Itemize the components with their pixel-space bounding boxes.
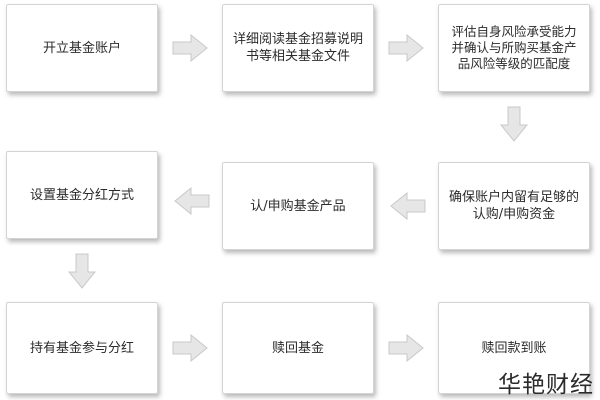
step-sufficient-funds: 确保账户内留有足够的认购/申购资金: [438, 162, 590, 250]
step-label: 认/申购基金产品: [250, 198, 346, 214]
arrow-right-icon: [388, 34, 424, 62]
step-subscribe-fund: 认/申购基金产品: [222, 162, 374, 250]
step-set-dividend-method: 设置基金分红方式: [6, 151, 158, 239]
step-open-fund-account: 开立基金账户: [6, 4, 158, 92]
step-hold-fund-dividend: 持有基金参与分红: [6, 302, 158, 394]
step-label: 开立基金账户: [42, 40, 121, 56]
step-label: 赎回款到账: [481, 340, 547, 356]
arrow-down-icon: [68, 253, 96, 289]
step-label: 持有基金参与分红: [29, 340, 134, 356]
arrow-right-icon: [172, 334, 208, 362]
step-redemption-received: 赎回款到账: [438, 302, 590, 394]
step-read-prospectus: 详细阅读基金招募说明书等相关基金文件: [222, 4, 374, 92]
watermark-logo-text: 华艳财经: [498, 372, 594, 398]
arrow-left-icon: [174, 187, 210, 215]
step-label: 赎回基金: [271, 340, 324, 356]
arrow-left-icon: [390, 192, 426, 220]
step-label: 确保账户内留有足够的认购/申购资金: [448, 190, 579, 222]
arrow-down-icon: [500, 106, 528, 142]
step-redeem-fund: 赎回基金: [222, 302, 374, 394]
step-label: 设置基金分红方式: [29, 187, 134, 203]
arrow-right-icon: [172, 34, 208, 62]
step-assess-risk-tolerance: 评估自身风险承受能力并确认与所购买基金产品风险等级的匹配度: [438, 4, 590, 92]
step-label: 评估自身风险承受能力并确认与所购买基金产品风险等级的匹配度: [451, 24, 577, 71]
step-label: 详细阅读基金招募说明书等相关基金文件: [232, 32, 363, 64]
arrow-right-icon: [388, 334, 424, 362]
